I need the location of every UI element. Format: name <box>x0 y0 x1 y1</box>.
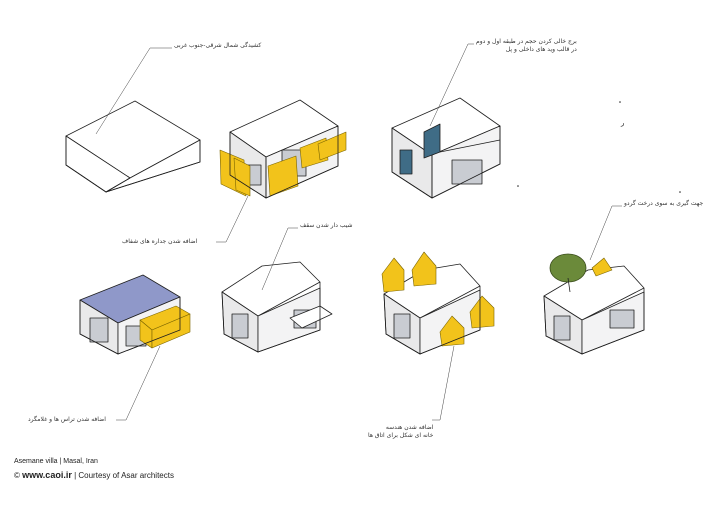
stray-letter: ر <box>621 119 625 127</box>
leader-lines <box>95 43 622 421</box>
step2-box <box>219 99 347 199</box>
step4-box <box>79 274 191 355</box>
annotation-step6-line1: اضافه شدن هندسه <box>385 424 434 431</box>
step6-house <box>381 251 495 355</box>
annotation-step4: اضافه شدن تراس ها و غلامگرد <box>28 416 106 423</box>
annotation-step5: شیب دار شدن سقف <box>300 222 353 229</box>
site-link[interactable]: www.caoi.ir <box>22 470 72 480</box>
annotation-step2: اضافه شدن جداره های شفاف <box>122 238 198 245</box>
annotation-step3-line1: برج خالی کردن حجم در طبقه اول و دوم <box>476 38 577 45</box>
annotation-step6: اضافه شدن هندسه خانه ای شکل برای اتاق ها <box>368 424 433 440</box>
courtesy-text: Courtesy of Asar architects <box>78 471 174 480</box>
step1-box <box>65 100 201 193</box>
step5-house <box>221 261 333 353</box>
annotation-step8: جهت گیری به سوی درخت گردو <box>624 200 704 207</box>
stray-marks <box>517 101 681 193</box>
walnut-tree-icon <box>549 253 587 293</box>
annotation-step3-line2: در قالب وید های داخلی و پل <box>505 46 577 53</box>
project-caption: Asemane villa | Masal, Iran <box>14 458 98 465</box>
step3-box <box>391 97 501 199</box>
annotation-step3: برج خالی کردن حجم در طبقه اول و دوم در ق… <box>476 38 577 54</box>
credit-separator: | <box>74 471 77 480</box>
step8-house <box>543 257 645 355</box>
credit-row: © www.caoi.ir | Courtesy of Asar archite… <box>14 470 174 480</box>
copyright-symbol: © <box>14 471 20 480</box>
annotation-step6-line2: خانه ای شکل برای اتاق ها <box>368 432 434 439</box>
annotation-step1: کشیدگی شمال شرقی-جنوب غربی <box>174 42 262 49</box>
